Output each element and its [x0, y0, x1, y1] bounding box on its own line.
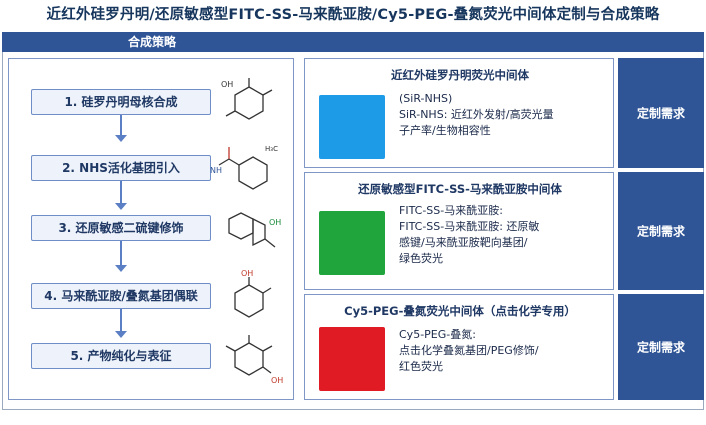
row-3-line: 点击化学叠氮基团/PEG修饰/	[399, 344, 539, 357]
flow-arrow	[120, 181, 122, 205]
molecule-1-icon: OH	[221, 78, 273, 120]
row-2-line: FITC-SS-马来酰亚胺:	[399, 204, 503, 217]
step-2: 2. NHS活化基团引入	[31, 155, 211, 181]
row-2-title: 还原敏感型FITC-SS-马来酰亚胺中间体	[358, 182, 562, 196]
step-3: 3. 还原敏感二硫键修饰	[31, 215, 211, 241]
flow-arrowhead	[115, 265, 127, 272]
flow-arrow	[120, 115, 122, 137]
side-label-1: 定制需求	[618, 58, 704, 168]
row-2-line: 感键/马来酰亚胺靶向基团/	[399, 236, 528, 249]
row-1-line: (SiR-NHS)	[399, 92, 453, 105]
molecule-1-label: OH	[221, 80, 233, 89]
flow-arrow	[120, 309, 122, 333]
molecule-2-label: NH	[210, 166, 222, 175]
row-2-line: FITC-SS-马来酰亚胺: 还原敏	[399, 220, 540, 233]
row-3-color-swatch	[319, 327, 385, 391]
molecule-4-label: OH	[241, 269, 253, 278]
row-1-line: SiR-NHS: 近红外发射/高荧光量	[399, 108, 554, 121]
flow-arrowhead	[115, 331, 127, 338]
side-label-2-text: 定制需求	[636, 224, 685, 239]
svg-text:H₃C: H₃C	[265, 145, 278, 153]
intermediate-row-1: 近红外硅罗丹明荧光中间体 (SiR-NHS) SiR-NHS: 近红外发射/高荧…	[304, 58, 614, 168]
step-1: 1. 硅罗丹明母核合成	[31, 89, 211, 115]
step-5: 5. 产物纯化与表征	[31, 343, 211, 369]
molecule-2-icon: NH H₃C	[210, 145, 278, 190]
header-bar-right	[302, 32, 704, 52]
molecule-4-icon: OH	[234, 269, 272, 318]
side-label-3: 定制需求	[618, 294, 704, 400]
side-label-2: 定制需求	[618, 172, 704, 290]
molecule-5-label: OH	[271, 376, 283, 385]
row-3-description: Cy5-PEG-叠氮: 点击化学叠氮基团/PEG修饰/ 红色荧光	[399, 327, 609, 375]
row-3-line: Cy5-PEG-叠氮:	[399, 328, 476, 341]
flow-arrow	[120, 241, 122, 267]
page-title: 近红外硅罗丹明/还原敏感型FITC-SS-马来酰亚胺/Cy5-PEG-叠氮荧光中…	[46, 7, 660, 23]
row-1-color-swatch	[319, 95, 385, 159]
flow-arrowhead	[115, 203, 127, 210]
step-4: 4. 马来酰亚胺/叠氮基团偶联	[31, 283, 211, 309]
row-3-title: Cy5-PEG-叠氮荧光中间体（点击化学专用）	[344, 304, 576, 318]
molecule-5-icon: OH	[225, 335, 283, 385]
strategy-header-label: 合成策略	[127, 35, 176, 49]
row-2-color-swatch	[319, 211, 385, 275]
intermediate-row-2: 还原敏感型FITC-SS-马来酰亚胺中间体 FITC-SS-马来酰亚胺: FIT…	[304, 172, 614, 290]
molecule-3-label: OH	[269, 218, 281, 227]
strategy-header: 合成策略	[2, 32, 302, 52]
row-2-line: 绿色荧光	[399, 252, 443, 265]
side-label-3-text: 定制需求	[636, 340, 685, 355]
row-1-line: 子产率/生物相容性	[399, 124, 491, 137]
flow-arrowhead	[115, 135, 127, 142]
row-3-line: 红色荧光	[399, 360, 443, 373]
row-1-title: 近红外硅罗丹明荧光中间体	[391, 68, 529, 82]
strategy-panel: 1. 硅罗丹明母核合成 2. NHS活化基团引入 3. 还原敏感二硫键修饰 4.…	[8, 58, 294, 400]
intermediate-row-3: Cy5-PEG-叠氮荧光中间体（点击化学专用） Cy5-PEG-叠氮: 点击化学…	[304, 294, 614, 400]
side-label-1-text: 定制需求	[636, 106, 685, 121]
row-1-description: (SiR-NHS) SiR-NHS: 近红外发射/高荧光量 子产率/生物相容性	[399, 91, 609, 139]
molecule-3-icon: OH	[228, 212, 281, 248]
row-2-description: FITC-SS-马来酰亚胺: FITC-SS-马来酰亚胺: 还原敏 感键/马来酰…	[399, 203, 609, 267]
